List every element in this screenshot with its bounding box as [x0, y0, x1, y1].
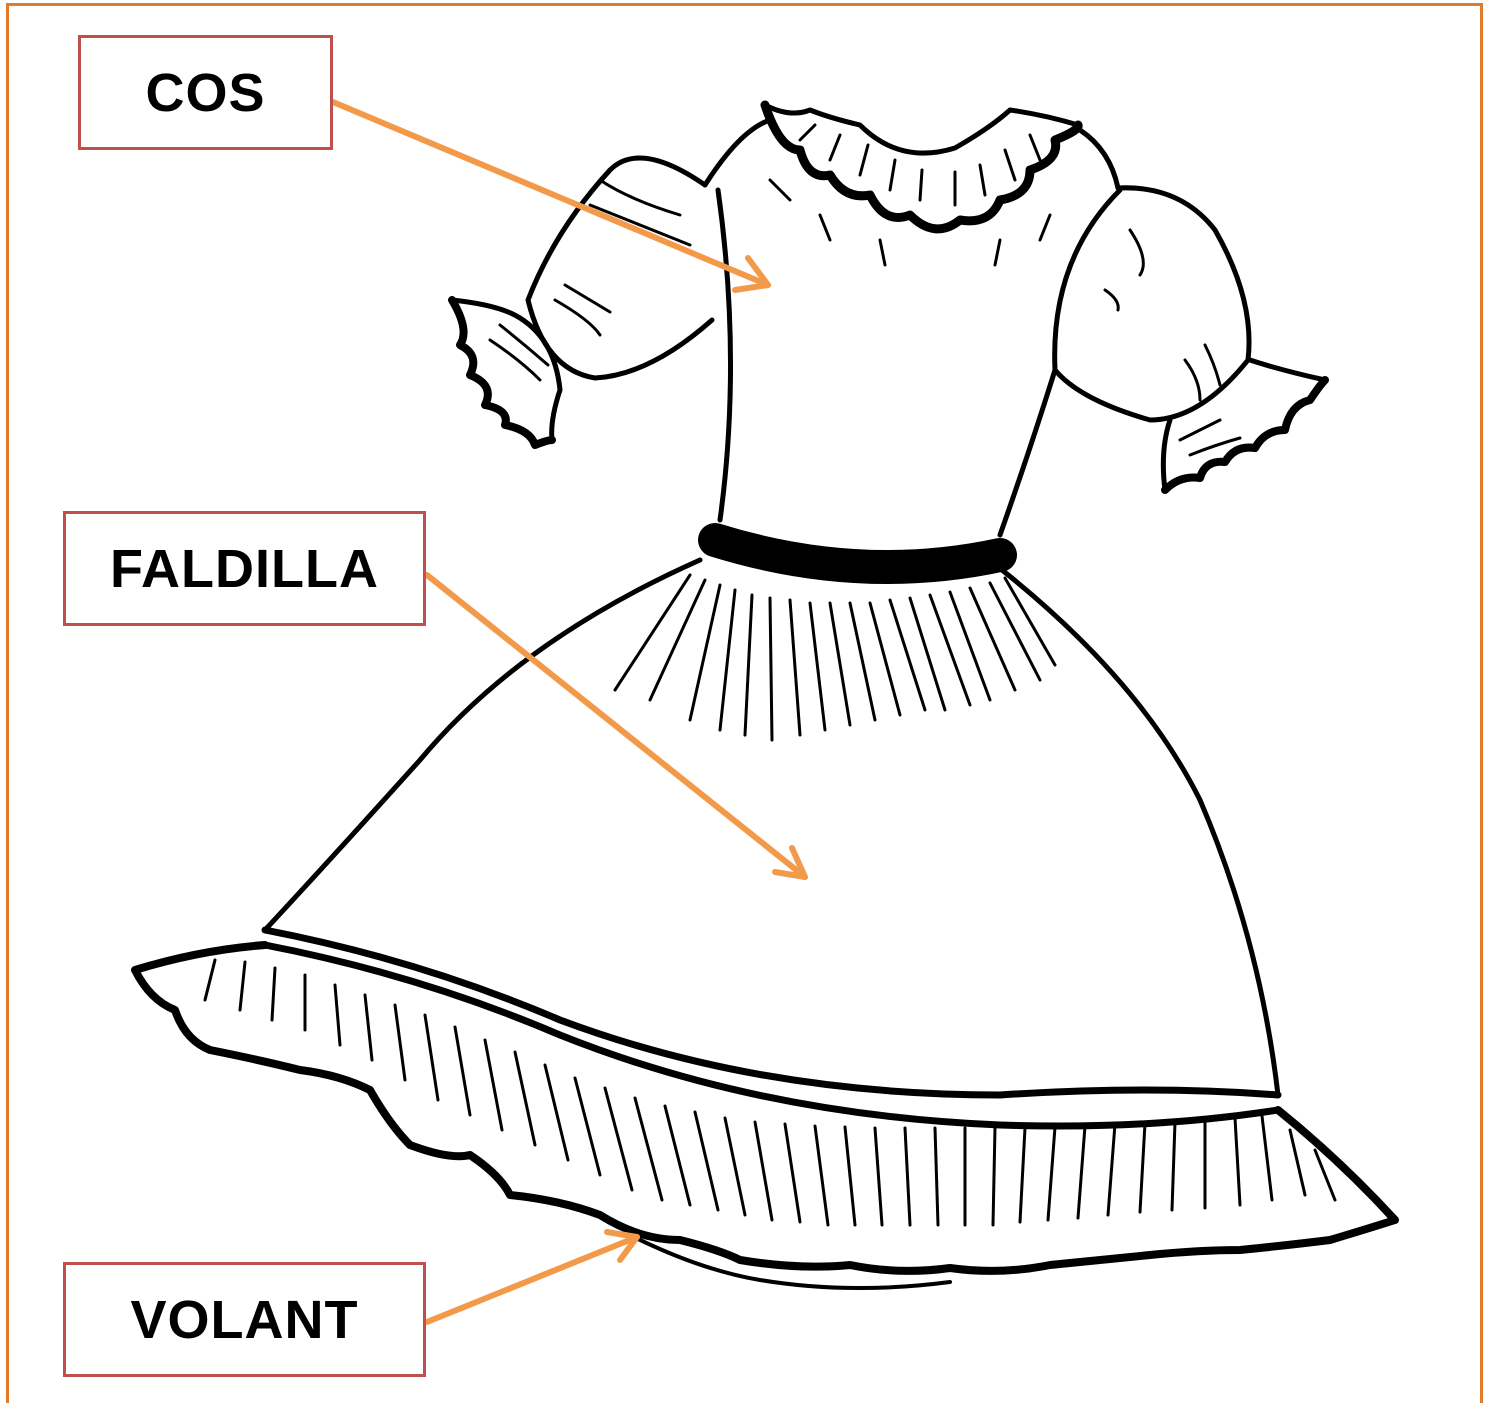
skirt-gathers — [615, 575, 1055, 740]
arrow-cos — [333, 102, 768, 290]
label-faldilla-text: FALDILLA — [110, 538, 379, 600]
label-volant: VOLANT — [63, 1262, 426, 1377]
bodice-outline — [705, 120, 1120, 535]
ruffle-outline — [135, 945, 1395, 1271]
hem-band-top — [265, 930, 1278, 1095]
label-cos-text: COS — [145, 62, 265, 124]
hem-band-bottom — [265, 945, 1278, 1126]
waist-band — [715, 540, 1000, 567]
right-cuff-inner — [1163, 360, 1325, 490]
arrow-faldilla — [427, 575, 805, 877]
right-sleeve-gathers — [1105, 230, 1240, 455]
label-faldilla: FALDILLA — [63, 511, 426, 626]
collar-ruffle — [765, 105, 1078, 229]
label-cos: COS — [78, 35, 333, 150]
arrow-volant — [427, 1232, 637, 1322]
label-volant-text: VOLANT — [131, 1289, 359, 1351]
